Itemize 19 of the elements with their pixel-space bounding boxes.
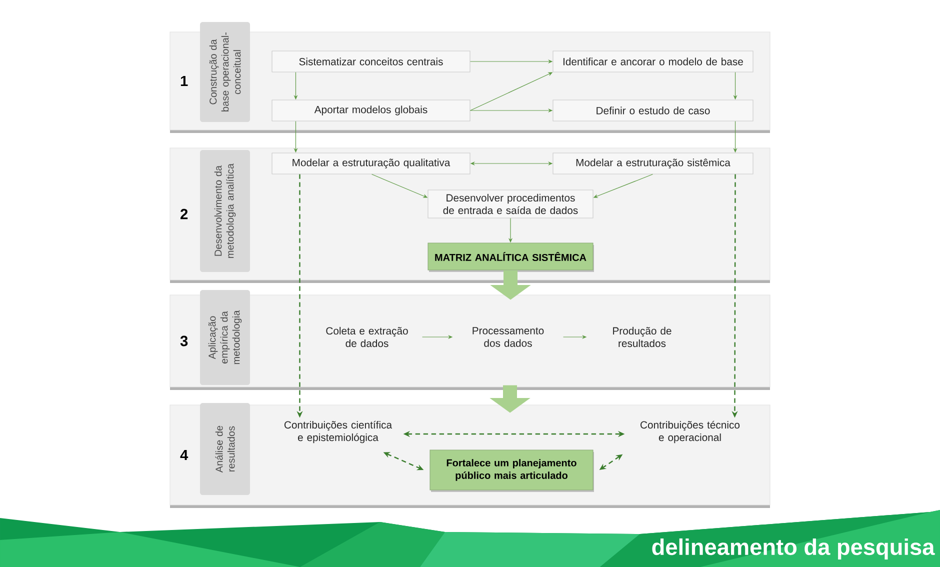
process-box: Desenvolver procedimentos de entrada e saída de dados [428,190,594,218]
process-box: Sistematizar conceitos centrais [272,50,470,72]
stage-tab: Aplicação empírica da metodologia [200,290,250,385]
process-box: Aportar modelos globais [272,100,470,122]
step-text: Coleta e extração de dados [326,326,408,348]
stage-tab: Desenvolvimento da metodologia analítica [200,150,250,272]
step-text: Processamento dos dados [472,327,544,347]
step-text: Contribuições científica e epistemiológica [284,420,392,444]
step-text: Contribuições técnico e operacional [640,420,740,444]
result-box: MATRIZ ANALÍTICA SISTÊMICA [428,242,594,272]
process-box: Identificar e ancorar o modelo de base [552,50,754,72]
result-box: Fortalece um planejamento público mais articulado [430,450,594,492]
process-box: Definir o estudo de caso [552,100,754,122]
process-box: Modelar a estruturação sistêmica [552,152,754,174]
stage-tab: Análise de resultados [200,403,250,495]
step-text: Produção de resultados [613,326,672,348]
stage-tab: Construção da base operacional-conceitual [200,22,250,122]
footer-title: delineamento da pesquisa [652,538,935,560]
process-box: Modelar a estruturação qualitativa [272,152,470,174]
